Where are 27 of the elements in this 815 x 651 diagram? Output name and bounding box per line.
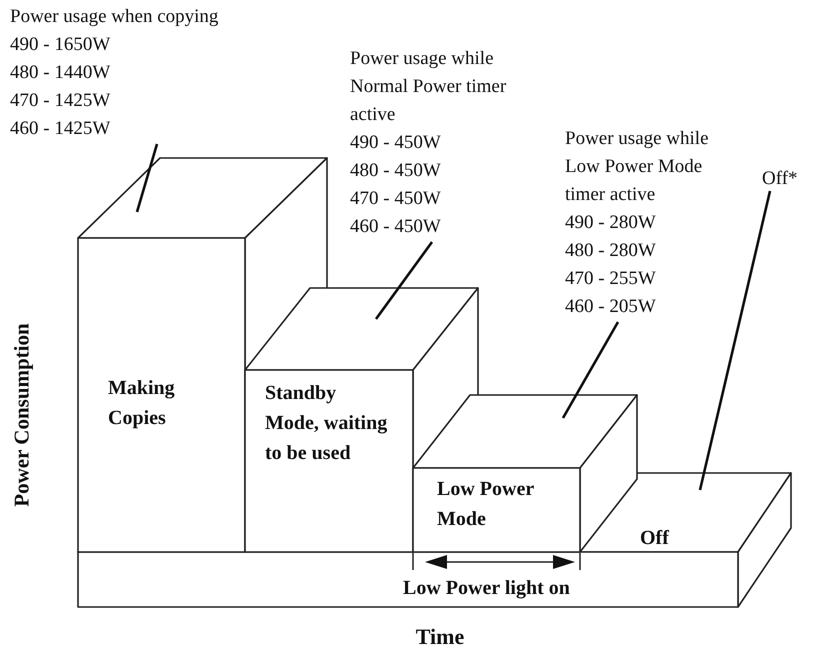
axis-label: Time (416, 624, 464, 650)
block-label: Making Copies (108, 376, 176, 431)
block-label: Standby Mode, waiting to be used (265, 381, 388, 466)
annotation-text: Off* (762, 168, 812, 190)
power-value: 460 - 450W (350, 215, 442, 239)
block-label: Off (640, 526, 669, 551)
power-value: 480 - 450W (350, 159, 442, 183)
annotation-heading: Power usage when copying (10, 5, 220, 29)
power-value: 470 - 1425W (10, 89, 112, 113)
power-value: 470 - 450W (350, 187, 442, 211)
power-value: 490 - 450W (350, 131, 442, 155)
power-value: 460 - 205W (565, 295, 657, 319)
power-value: 480 - 1440W (10, 61, 112, 85)
leader-line (698, 190, 772, 490)
block-label: Low Power Mode (437, 477, 535, 532)
power-value: 490 - 280W (565, 211, 657, 235)
leader-line (374, 241, 434, 320)
leader-line (562, 321, 620, 419)
leader-line (136, 144, 158, 212)
annotation-heading: Power usage while Low Power Mode timer active (565, 127, 710, 207)
power-value: 490 - 1650W (10, 33, 112, 57)
power-value: 470 - 255W (565, 267, 657, 291)
axis-label: Power Consumption (10, 323, 34, 507)
range-label: Low Power light on (403, 577, 570, 600)
annotation-heading: Power usage while Normal Power timer active (350, 47, 508, 127)
power-value: 460 - 1425W (10, 117, 112, 141)
power-value: 480 - 280W (565, 239, 657, 263)
